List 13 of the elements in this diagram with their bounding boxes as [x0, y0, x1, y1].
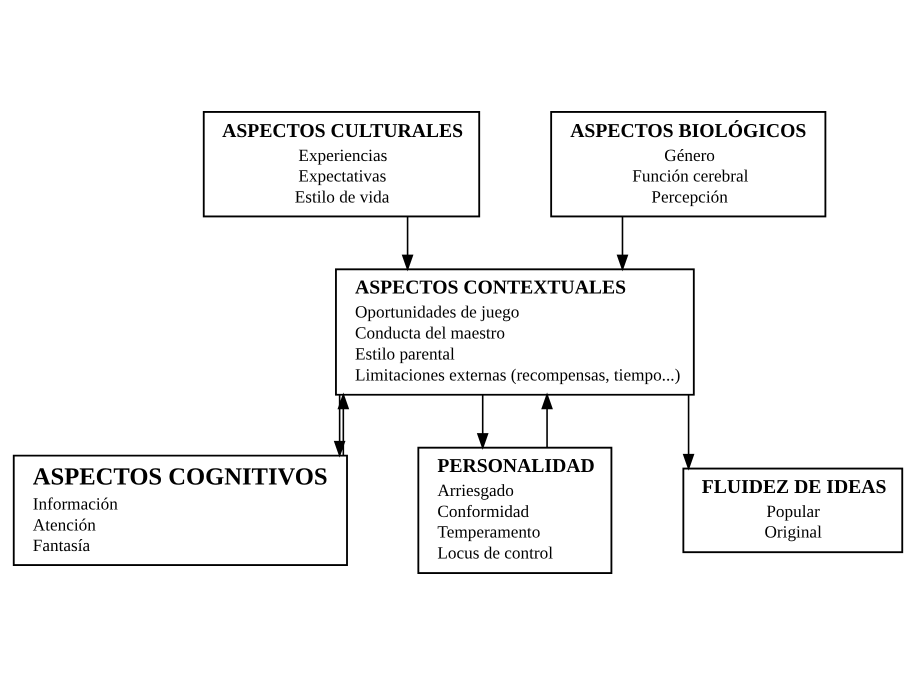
- node-box: FLUIDEZ DE IDEAS Popular Original: [682, 467, 904, 553]
- node-box: ASPECTOS CONTEXTUALES Oportunidades de juego Conducta del maestro Estilo parental Limitaciones externas (recompensas, tiempo...): [335, 268, 695, 396]
- node-box: PERSONALIDAD Arriesgado Conformidad Temperamento Locus de control: [417, 446, 612, 574]
- arrow: [334, 394, 346, 458]
- arrow: [402, 216, 414, 271]
- arrow: [541, 392, 553, 447]
- arrow: [476, 394, 489, 450]
- arrow: [682, 394, 694, 470]
- node-box: ASPECTOS COGNITIVOS Información Atención Fantasía: [12, 454, 348, 566]
- node-box: ASPECTOS CULTURALES Experiencias Expectativas Estilo de vida: [202, 110, 480, 217]
- arrow: [337, 392, 350, 455]
- arrow: [616, 216, 628, 271]
- node-box: ASPECTOS BIOLÓGICOS Género Función cerebral Percepción: [550, 110, 826, 217]
